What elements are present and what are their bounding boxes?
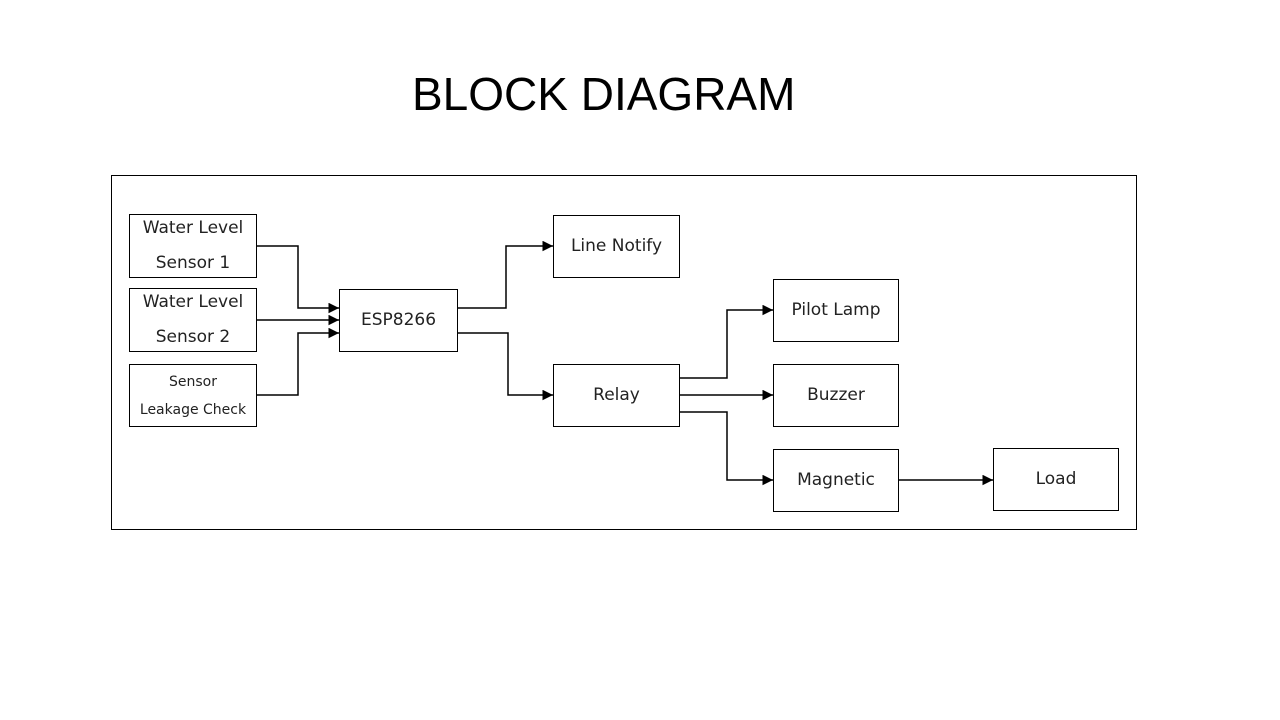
water-level-sensor-1-block: Water Level Sensor 1 (129, 214, 257, 278)
pilot-lamp-label: Pilot Lamp (791, 300, 881, 320)
water-level-sensor-2-line2: Sensor 2 (155, 327, 231, 347)
water-level-sensor-1-line2: Sensor 1 (155, 253, 231, 273)
magnetic-label: Magnetic (797, 470, 875, 490)
water-level-sensor-2-line1: Water Level (142, 292, 244, 312)
load-label: Load (1035, 469, 1077, 489)
line-notify-block: Line Notify (553, 215, 680, 278)
wire-esp-to-line-notify (458, 240, 553, 309)
esp8266-block: ESP8266 (339, 289, 458, 352)
wire-sensor1-to-esp (257, 245, 339, 314)
pilot-lamp-block: Pilot Lamp (773, 279, 899, 342)
line-notify-label: Line Notify (570, 236, 663, 256)
water-level-sensor-1-line1: Water Level (142, 218, 244, 238)
relay-label: Relay (593, 385, 640, 405)
relay-block: Relay (553, 364, 680, 427)
wire-relay-to-pilot-lamp (680, 304, 773, 379)
water-level-sensor-2-block: Water Level Sensor 2 (129, 288, 257, 352)
wire-leakage-to-esp (257, 327, 339, 396)
buzzer-label: Buzzer (807, 385, 865, 405)
buzzer-block: Buzzer (773, 364, 899, 427)
load-block: Load (993, 448, 1119, 511)
wire-esp-to-relay (458, 332, 553, 401)
leakage-sensor-line2: Leakage Check (139, 401, 247, 418)
leakage-sensor-line1: Sensor (169, 373, 217, 390)
slide-title: BLOCK DIAGRAM (412, 68, 796, 120)
esp8266-label: ESP8266 (360, 310, 437, 330)
leakage-sensor-block: Sensor Leakage Check (129, 364, 257, 427)
wire-relay-to-magnetic (680, 411, 773, 486)
magnetic-block: Magnetic (773, 449, 899, 512)
